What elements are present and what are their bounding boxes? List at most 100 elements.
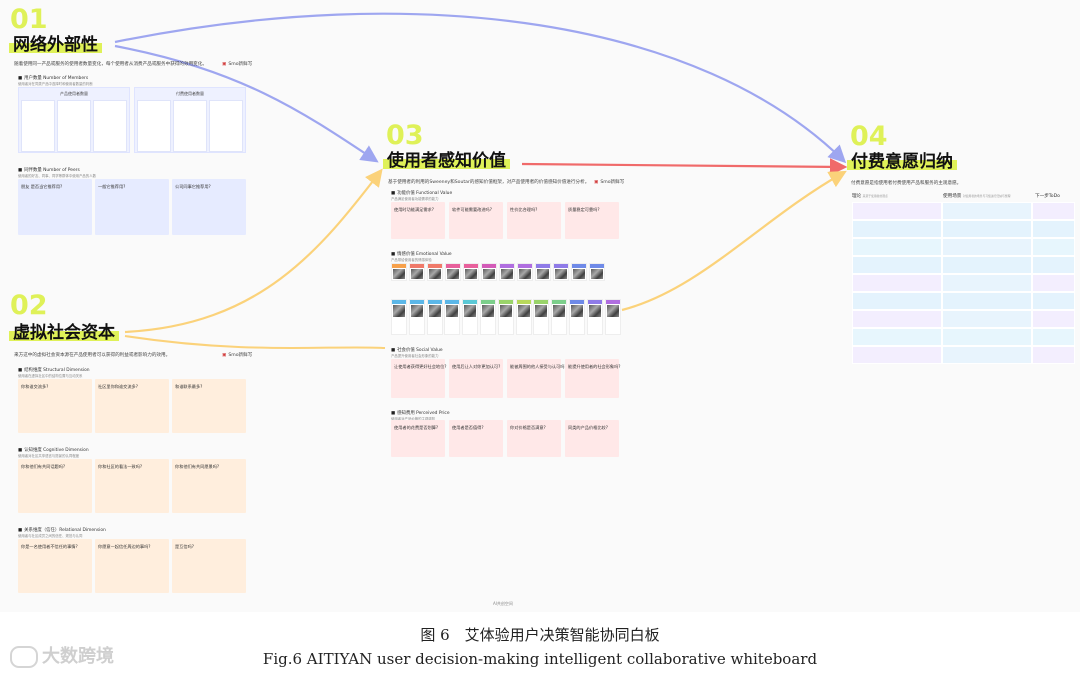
sticky-card[interactable]: 你愿意一起信任周边的事吗? (95, 539, 169, 593)
column-box[interactable] (93, 100, 127, 152)
section-01-tag[interactable]: Smo新鲜写 (222, 61, 252, 67)
emotion-image-tile[interactable] (499, 263, 515, 281)
emotion-image-tile[interactable] (589, 263, 605, 281)
sticky-card[interactable]: 能被周围的他人接受与认可吗? (507, 359, 567, 398)
sticky-card[interactable]: 和谁联系最多? (172, 379, 246, 433)
section-03-tag[interactable]: Smo新鲜写 (594, 179, 624, 185)
column-box[interactable] (21, 100, 55, 152)
sticky-card[interactable]: 让使用者获得更好社会地位? (391, 359, 446, 398)
table-cell[interactable] (942, 238, 1032, 256)
whiteboard-canvas[interactable]: 01 网络外部性 随着使用同一产品或服务的使用者数量变化，每个使用者从消费产品或… (0, 0, 1080, 612)
table-cell[interactable] (942, 256, 1032, 274)
tile-header (409, 300, 424, 304)
emotion-image-tile[interactable] (426, 299, 443, 335)
emotion-image-tile[interactable] (533, 299, 550, 335)
table-cell[interactable] (1032, 292, 1075, 310)
tile-header (572, 264, 586, 268)
sticky-card[interactable]: 你是一名使用者不信任的事情? (18, 539, 92, 593)
section-02-tag[interactable]: Smo新鲜写 (222, 352, 252, 358)
emotion-image-tile[interactable] (535, 263, 551, 281)
emotion-image-tile[interactable] (515, 299, 532, 335)
emotion-image-tile[interactable] (391, 299, 407, 335)
table-col-scenario-note: 对使用者的场景与习惯进行归纳与整理 (962, 194, 1011, 198)
table-cell[interactable] (942, 220, 1032, 238)
emotion-image-tile[interactable] (391, 263, 407, 281)
emotion-image-tile[interactable] (481, 263, 497, 281)
table-cell[interactable] (1032, 346, 1075, 364)
sticky-card[interactable]: 社区里你和谁交流多? (95, 379, 169, 433)
table-cell[interactable] (1032, 220, 1075, 238)
emotion-image-tile[interactable] (586, 299, 603, 335)
table-cell[interactable] (942, 310, 1032, 328)
table-cell[interactable] (942, 346, 1032, 364)
table-cell[interactable] (852, 346, 942, 364)
table-cell[interactable] (852, 256, 942, 274)
emotion-image-tile[interactable] (463, 263, 479, 281)
sticky-card[interactable]: 性价比合理吗? (507, 202, 561, 239)
table-cell[interactable] (852, 328, 942, 346)
table-cell[interactable] (852, 202, 942, 220)
frame-paid-count[interactable]: 付费使用者数量 (134, 87, 246, 153)
column-box[interactable] (137, 100, 171, 152)
sticky-card[interactable]: 是互信吗? (172, 539, 246, 593)
table-cell[interactable] (1032, 328, 1075, 346)
table-cell[interactable] (1032, 238, 1075, 256)
sticky-card[interactable]: 一般它推荐用? (95, 179, 169, 235)
sticky-card[interactable]: 你和他们有共同话题吗? (18, 459, 92, 513)
sticky-card[interactable]: 同类的产品价格比较? (565, 420, 619, 457)
s02-sub3-heading: 关系维度（信任）Relational Dimension (18, 527, 106, 533)
sticky-card[interactable]: 你和社区的看法一致吗? (95, 459, 169, 513)
watermark-text: 大数跨境 (42, 646, 114, 667)
column-box[interactable] (173, 100, 207, 152)
emotion-image-tile[interactable] (480, 299, 496, 335)
emotion-image-tile[interactable] (553, 263, 569, 281)
sticky-card[interactable]: 使用者是否值得? (449, 420, 503, 457)
emotion-image-tile[interactable] (604, 299, 621, 335)
column-box[interactable] (209, 100, 243, 152)
table-cell[interactable] (942, 292, 1032, 310)
emotion-image-tile[interactable] (462, 299, 479, 335)
table-cell[interactable] (1032, 310, 1075, 328)
emotion-image-tile[interactable] (409, 263, 425, 281)
sticky-card[interactable]: 朋友 是否当它推荐用? (18, 179, 92, 235)
emotion-image-tile[interactable] (444, 299, 461, 335)
table-cell[interactable] (852, 238, 942, 256)
sticky-card[interactable]: 软件可能需要改进吗? (449, 202, 503, 239)
emotion-image-tile[interactable] (445, 263, 461, 281)
sticky-card[interactable]: 能提升使用者的社会形象吗? (565, 359, 620, 398)
table-cell[interactable] (1032, 256, 1075, 274)
emotion-image-tile[interactable] (408, 299, 425, 335)
emotion-image-tile[interactable] (571, 263, 587, 281)
s01-sub2-heading: 同伴数量 Number of Peers (18, 167, 80, 173)
emotion-image-tile[interactable] (569, 299, 585, 335)
sticky-card[interactable]: 使用后让人对你更加认可? (449, 359, 503, 398)
table-cell[interactable] (852, 274, 942, 292)
section-02-number: 02 (10, 290, 48, 321)
sticky-card[interactable]: 质量稳定可靠吗? (565, 202, 619, 239)
sticky-card[interactable]: 使用者的花费是否划算? (391, 420, 445, 457)
sticky-card[interactable]: 你和谁交流多? (18, 379, 92, 433)
table-cell[interactable] (942, 274, 1032, 292)
table-cell[interactable] (1032, 274, 1075, 292)
frame-paid-count-title: 付费使用者数量 (176, 91, 204, 96)
table-cell[interactable] (852, 220, 942, 238)
table-cell[interactable] (852, 310, 942, 328)
s01-sub1-note: 使用者对在同类产品中选择时和使用者数量的判断 (18, 82, 93, 86)
column-box[interactable] (57, 100, 91, 152)
sticky-card[interactable]: 你和他们有共同愿景吗? (172, 459, 246, 513)
sticky-card[interactable]: 你对价格是否满意? (507, 420, 561, 457)
emotion-image-tile[interactable] (427, 263, 443, 281)
table-cell[interactable] (942, 202, 1032, 220)
sticky-card[interactable]: 使用时功能满足需求? (391, 202, 445, 239)
frame-member-count[interactable]: 产品使用者数量 (18, 87, 130, 153)
card-question: 你和谁交流多? (21, 384, 49, 389)
emotion-image-tile[interactable] (497, 299, 514, 335)
sticky-card[interactable]: 公司同事它推荐用? (172, 179, 246, 235)
emotion-image-tile[interactable] (551, 299, 568, 335)
tile-header (500, 264, 514, 268)
emotion-image-tile[interactable] (517, 263, 533, 281)
table-cell[interactable] (1032, 202, 1075, 220)
table-cell[interactable] (942, 328, 1032, 346)
s02-sub2-heading: 认知维度 Cognitive Dimension (18, 447, 88, 453)
table-cell[interactable] (852, 292, 942, 310)
